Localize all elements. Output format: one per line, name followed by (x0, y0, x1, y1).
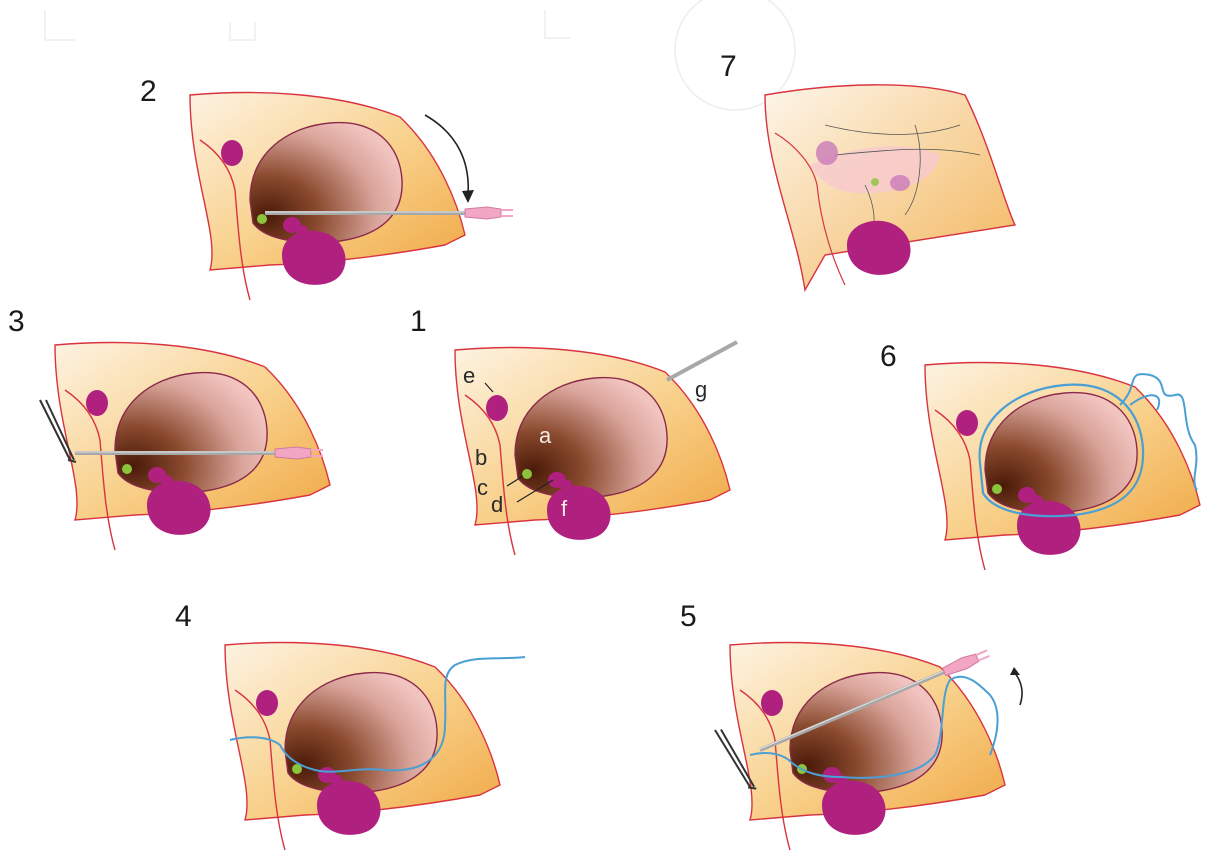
label-e: e (463, 363, 475, 388)
panel-step-3 (40, 343, 330, 550)
panel-step-4 (225, 643, 525, 850)
pull-arrow (1015, 673, 1022, 705)
step-number-4: 4 (175, 600, 192, 634)
panel-step-1: e a b c d f g (455, 342, 737, 555)
label-g: g (695, 377, 707, 402)
label-a: a (539, 423, 552, 448)
needle-g (667, 342, 737, 380)
step-number-1: 1 (410, 305, 427, 339)
watermark-remnants (45, 0, 795, 110)
step-number-5: 5 (680, 600, 697, 634)
label-f: f (561, 496, 568, 521)
panel-step-6 (925, 363, 1200, 570)
step-number-6: 6 (880, 340, 897, 374)
panel-step-2 (190, 93, 513, 300)
panel-step-7 (765, 85, 1015, 290)
step-number-2: 2 (140, 75, 157, 109)
panel-step-5 (715, 643, 1022, 850)
label-b: b (475, 445, 487, 470)
label-d: d (491, 492, 503, 517)
step-number-3: 3 (8, 305, 25, 339)
step-number-7: 7 (720, 50, 737, 84)
label-c: c (477, 475, 488, 500)
arrow-head (462, 190, 474, 203)
